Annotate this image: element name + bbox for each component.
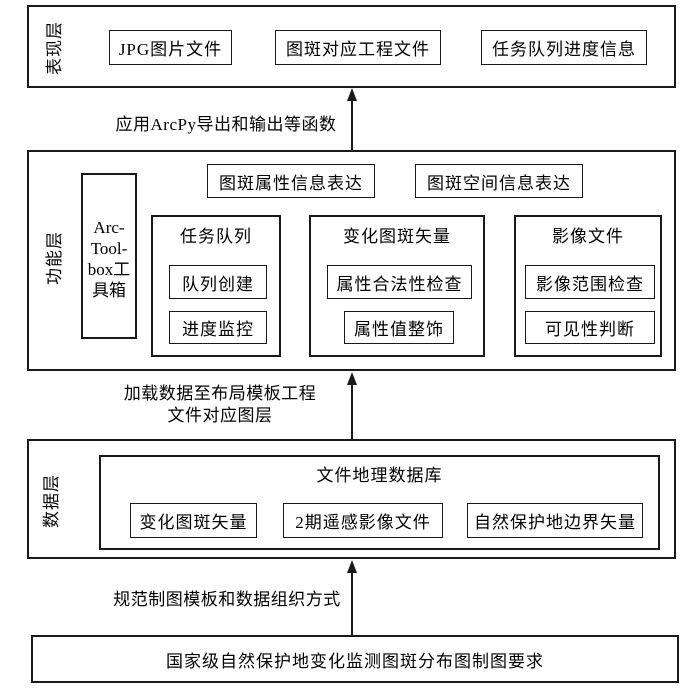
arc-toolbox-line-2: Tool- (90, 239, 128, 258)
arrow-up-head-3 (347, 560, 357, 573)
image-file-title: 影像文件 (552, 227, 624, 246)
patch-attribute-info-box: 图斑属性信息表达 (207, 164, 375, 198)
arc-toolbox-line-4: 具箱 (92, 281, 126, 300)
arrow-2-label-line-1: 加载数据至布局模板工程 (123, 384, 317, 403)
change-patch-vector-group: 变化图斑矢量 属性合法性检查 属性值整饰 (309, 215, 485, 357)
image-extent-check-box: 影像范围检查 (525, 265, 655, 299)
arrow-2-label-line-2: 文件对应图层 (167, 406, 273, 425)
image-file-group: 影像文件 影像范围检查 可见性判断 (514, 215, 662, 357)
function-layer-box: 功能层 Arc- Tool- box工 具箱 图斑属性信息表达 图斑空间信息表达… (27, 150, 676, 371)
function-layer-label: 功能层 (45, 231, 64, 285)
arrow-up-head-1 (347, 88, 357, 101)
two-period-imagery-box: 2期遥感影像文件 (283, 503, 443, 538)
data-layer-box: 数据层 文件地理数据库 变化图斑矢量 2期遥感影像文件 自然保护地边界矢量 (27, 439, 676, 559)
presentation-layer-box: 表现层 JPG图片文件 图斑对应工程文件 任务队列进度信息 (27, 5, 676, 88)
progress-monitor-box: 进度监控 (169, 311, 267, 344)
task-queue-progress-box: 任务队列进度信息 (481, 30, 647, 65)
arrow-2-label: 加载数据至布局模板工程 文件对应图层 (40, 383, 400, 427)
patch-spatial-info-box: 图斑空间信息表达 (415, 164, 583, 198)
arrow-line-3 (351, 570, 353, 635)
mapping-requirement-box: 国家级自然保护地变化监测图斑分布图制图要求 (31, 635, 679, 683)
arrow-line-2 (351, 382, 353, 439)
geodatabase-box: 文件地理数据库 变化图斑矢量 2期遥感影像文件 自然保护地边界矢量 (99, 455, 660, 550)
queue-create-box: 队列创建 (169, 265, 267, 299)
change-patch-vector-title: 变化图斑矢量 (343, 227, 451, 246)
protected-area-boundary-box: 自然保护地边界矢量 (467, 503, 643, 538)
change-patch-vector-data-box: 变化图斑矢量 (130, 503, 257, 538)
arrow-3-label: 规范制图模板和数据组织方式 (113, 590, 341, 609)
patch-project-file-box: 图斑对应工程文件 (275, 30, 441, 65)
task-queue-title: 任务队列 (180, 227, 252, 246)
jpg-file-box: JPG图片文件 (109, 30, 232, 65)
attribute-validity-check-box: 属性合法性检查 (327, 265, 472, 299)
task-queue-group: 任务队列 队列创建 进度监控 (151, 215, 281, 357)
arc-toolbox-box: Arc- Tool- box工 具箱 (81, 173, 137, 339)
arc-toolbox-line-3: box工 (87, 260, 131, 279)
attribute-value-refine-box: 属性值整饰 (344, 311, 454, 344)
arc-toolbox-line-1: Arc- (93, 218, 125, 237)
geodatabase-title: 文件地理数据库 (316, 466, 443, 485)
arrow-line-1 (351, 98, 353, 151)
arrow-1-label: 应用ArcPy导出和输出等函数 (115, 115, 337, 134)
presentation-layer-label: 表现层 (45, 21, 64, 75)
arrow-up-head-2 (347, 372, 357, 385)
data-layer-label: 数据层 (42, 474, 61, 528)
visibility-judge-box: 可见性判断 (525, 311, 655, 344)
